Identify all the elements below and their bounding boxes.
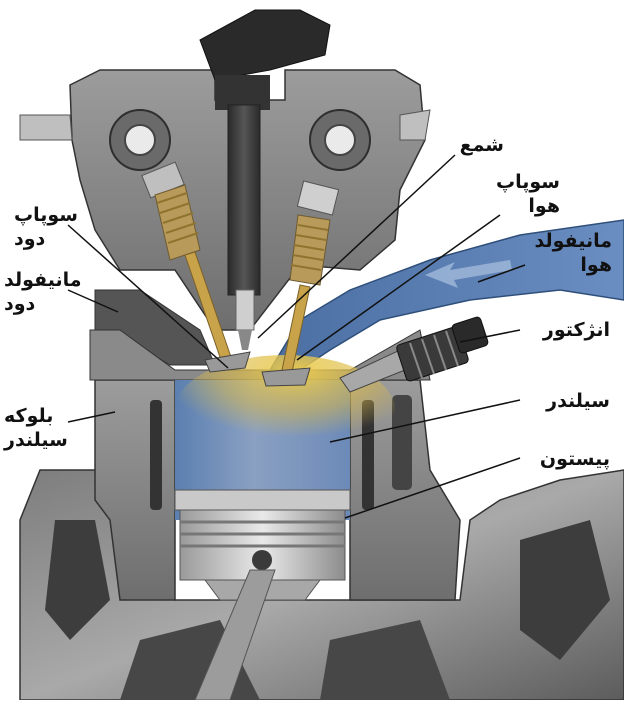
intake-air-arrow	[425, 260, 512, 288]
fuel-injector	[339, 316, 489, 393]
leader-injector	[459, 329, 521, 343]
leader-lines	[67, 154, 526, 519]
head-outer-shell-right	[399, 109, 431, 141]
label-intake-manifold: مانیفولد هوا	[534, 230, 612, 276]
label-intake-valve: سوپاپ هوا	[496, 171, 560, 217]
leader-exhaust-manifold	[67, 289, 119, 313]
label-piston: پیستون	[539, 448, 610, 470]
label-exhaust-valve: سوپاپ دود	[14, 204, 78, 250]
leader-intake-valve	[296, 214, 501, 361]
label-injector: انژکتور	[542, 319, 610, 341]
exhaust-valve-assembly	[141, 161, 251, 373]
piston-crown	[174, 489, 351, 511]
leader-intake-manifold	[477, 264, 526, 283]
label-exhaust-manifold: مانیفولد دود	[4, 269, 82, 315]
leader-cylinder-block	[67, 411, 116, 423]
coolant-jacket-left	[150, 400, 162, 510]
leader-cylinder	[329, 399, 521, 443]
head-outer-shell-left	[19, 114, 73, 141]
fuel-spray-cloud	[175, 355, 395, 465]
coolant-jacket-right-2	[392, 395, 412, 490]
label-cylinder-block: بلوکه سیلندر	[4, 405, 68, 451]
spark-plug-shaft	[227, 104, 261, 296]
leader-spark-plug	[257, 154, 456, 339]
intake-camshaft-bore	[324, 124, 356, 156]
block-cavity-bottom-right	[320, 620, 450, 700]
spark-plug-tip	[238, 330, 252, 350]
exhaust-camshaft-bore	[124, 124, 156, 156]
label-spark-plug: شمع	[459, 134, 504, 156]
wrist-pin	[252, 550, 272, 570]
block-cavity-right	[520, 520, 610, 660]
spark-plug-insulator	[235, 289, 255, 331]
label-cylinder: سیلندر	[546, 390, 610, 412]
block-cavity-left	[45, 520, 110, 640]
leader-piston	[344, 457, 521, 519]
leader-exhaust-valve	[67, 224, 229, 369]
ignition-coil-body	[215, 75, 270, 110]
intake-valve-assembly	[261, 180, 340, 387]
